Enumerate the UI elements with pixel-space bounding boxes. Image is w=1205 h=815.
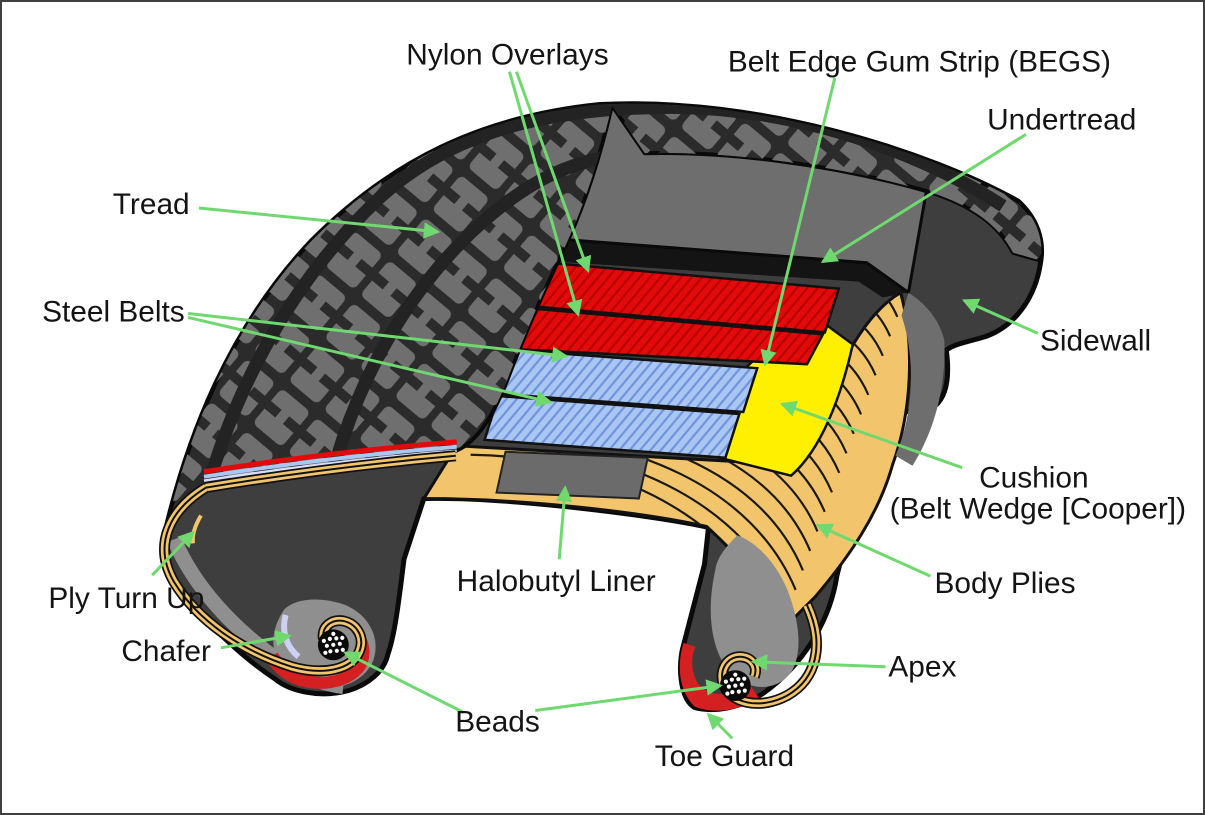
- left-bead-area: [159, 482, 376, 689]
- label-undertread: Undertread: [987, 103, 1136, 136]
- label-chafer: Chafer: [121, 635, 211, 668]
- label-halobutyl-liner: Halobutyl Liner: [457, 565, 656, 598]
- leader-beads: [535, 679, 723, 712]
- leader-sidewall: [961, 298, 1039, 335]
- label-apex: Apex: [888, 651, 956, 684]
- label-tread: Tread: [113, 188, 190, 221]
- leader-lines: [151, 71, 1039, 740]
- leader-beads: [343, 651, 465, 714]
- left-bead-wires: [317, 629, 349, 661]
- label-steel-belts: Steel Belts: [42, 295, 185, 328]
- right-bead-wires: [719, 670, 751, 702]
- label-body-plies: Body Plies: [935, 567, 1076, 600]
- leader-begs: [760, 77, 837, 367]
- leader-apex: [750, 654, 886, 671]
- tread-groove-2: [330, 151, 604, 462]
- label-beads: Beads: [455, 705, 540, 738]
- leader-nylon-overlays: [515, 71, 592, 273]
- labels: Tread Nylon Overlays Belt Edge Gum Strip…: [42, 39, 1186, 774]
- leader-toe-guard: [706, 712, 734, 740]
- shoulder-tail: [895, 292, 945, 466]
- label-cushion-line-2: (Belt Wedge [Cooper]): [890, 492, 1186, 525]
- leader-tread: [198, 206, 441, 239]
- leader-steel-belts: [187, 311, 569, 363]
- left-ply-hook: [159, 482, 367, 677]
- undertread-strip: [556, 238, 907, 298]
- steel-belt-layers: [482, 348, 759, 460]
- label-ply-turn-up: Ply Turn Up: [48, 582, 204, 615]
- label-begs: Belt Edge Gum Strip (BEGS): [728, 46, 1111, 79]
- label-toe-guard: Toe Guard: [655, 740, 794, 773]
- label-nylon-overlays: Nylon Overlays: [406, 39, 608, 72]
- leader-nylon-overlays: [508, 71, 583, 317]
- halobutyl-liner: [495, 450, 650, 500]
- underside-layer-stack: [202, 439, 457, 494]
- leader-chafer: [220, 630, 292, 650]
- leader-halobutyl-liner: [555, 485, 573, 560]
- leader-ply-turn-up: [151, 530, 195, 577]
- leader-undertread: [820, 133, 1027, 264]
- leader-body-plies: [815, 523, 931, 578]
- label-cushion-line-1: Cushion: [979, 462, 1088, 495]
- leader-steel-belts: [187, 315, 553, 407]
- label-sidewall: Sidewall: [1040, 324, 1151, 357]
- apex: [710, 535, 799, 687]
- leader-cushion-line-1: [779, 400, 963, 470]
